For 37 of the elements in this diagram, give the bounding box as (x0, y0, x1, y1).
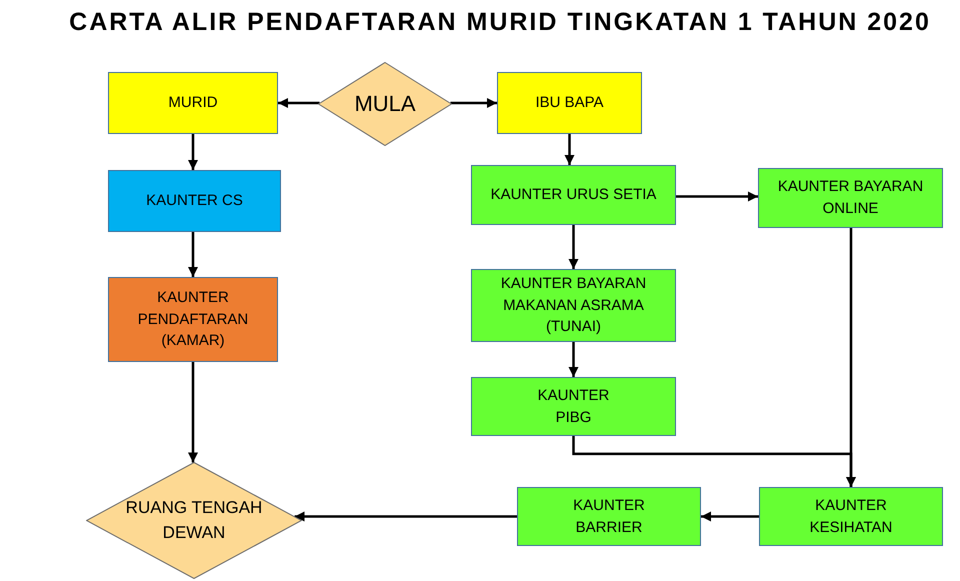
arrow (568, 342, 578, 377)
box-label: KAUNTER URUS SETIA (490, 185, 656, 206)
arrow (278, 98, 320, 108)
arrow (294, 512, 517, 522)
process-box (517, 487, 701, 546)
start-diamond (318, 62, 452, 146)
box-label: KAUNTER PIBG (536, 386, 610, 428)
box-label: KAUNTER BAYARAN ONLINE (776, 177, 924, 219)
box-label: KAUNTER PENDAFTARAN (KAMAR) (136, 288, 250, 352)
arrow (676, 192, 758, 202)
process-box (759, 487, 943, 546)
process-box (471, 269, 676, 342)
box-label: MULA (354, 90, 416, 118)
box-label: KAUNTER CS (146, 191, 243, 212)
arrow (564, 134, 574, 165)
process-box (758, 168, 943, 228)
box-label: KAUNTER BARRIER (572, 496, 646, 538)
title: CARTA ALIR PENDAFTARAN MURID TINGKATAN 1 TAHUN 2020 (69, 7, 931, 38)
arrow (450, 98, 497, 108)
arrow (188, 134, 198, 170)
process-box (108, 72, 278, 134)
process-box (471, 377, 676, 436)
arrow (188, 362, 198, 463)
box-label: RUANG TENGAH DEWAN (124, 496, 264, 544)
process-box (471, 165, 676, 225)
process-box (108, 170, 281, 232)
arrow (701, 512, 759, 522)
process-box (497, 72, 642, 134)
box-label: KAUNTER KESIHATAN (808, 496, 894, 538)
arrow (188, 232, 198, 277)
arrow (846, 228, 856, 487)
box-label: IBU BAPA (535, 93, 604, 114)
box-label: MURID (168, 93, 218, 114)
process-box (108, 277, 278, 362)
end-diamond (86, 462, 302, 579)
arrow (568, 225, 578, 269)
box-label: KAUNTER BAYARAN MAKANAN ASRAMA (TUNAI) (500, 274, 648, 338)
